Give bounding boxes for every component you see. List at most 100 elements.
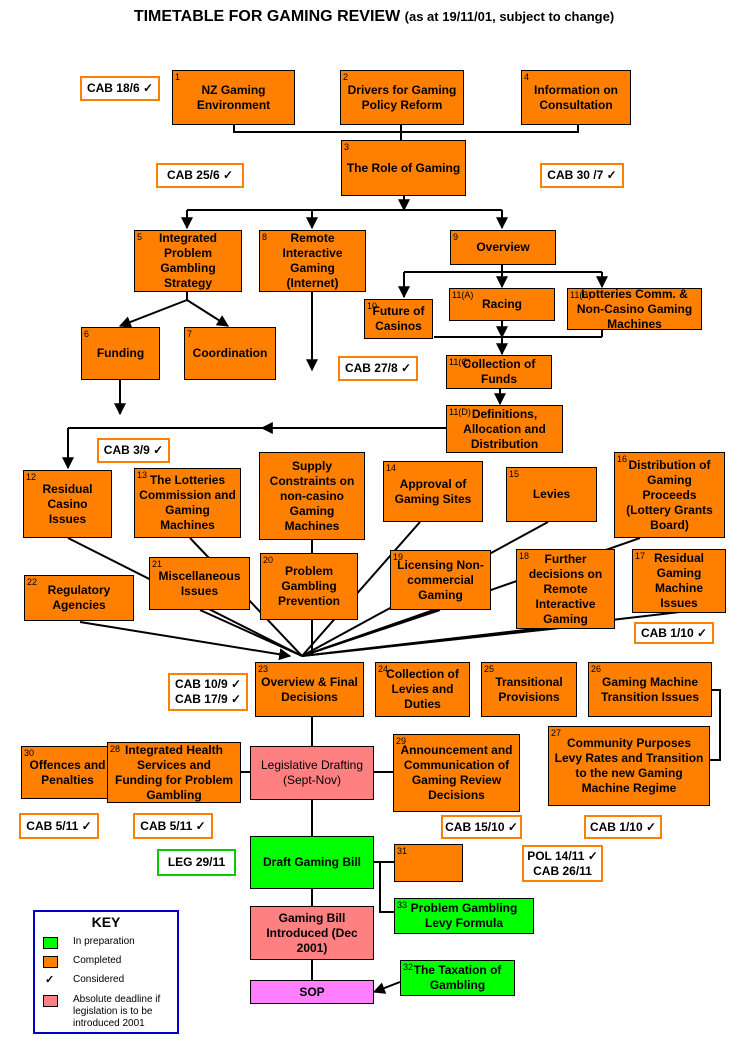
box-number: 27 [551,728,562,738]
box-label: Supply Constraints on non-casino Gaming … [269,458,355,533]
box-label: NZ Gaming Environment [196,82,271,112]
cab-label-1-10-a: CAB 1/10 ✓ [634,622,714,644]
cab-text: CAB 1/10 ✓ [589,819,657,834]
cab-text: CAB 1/10 ✓ [640,625,708,640]
box-22-regulatory-agencies: 22 Regulatory Agencies [24,575,134,621]
box-label: Approval of Gaming Sites [394,476,472,506]
box-label: Definitions, Allocation and Distribution [463,406,546,451]
box-label: Information on Consultation [534,82,618,112]
box-label: Gaming Machine Transition Issues [600,674,700,704]
box-label: Drivers for Gaming Policy Reform [347,82,457,112]
box-label: Distribution of Gaming Proceeds (Lottery… [626,457,713,532]
box-21-miscellaneous-issues: 21 Miscellaneous Issues [149,557,250,610]
box-7-coordination: 7 Coordination [184,327,276,380]
box-18-further-decisions-rig: 18 Further decisions on Remote Interacti… [516,549,615,629]
box-number: 21 [152,559,163,569]
box-label: Residual Gaming Machine Issues [653,551,704,610]
box-draft-gaming-bill: Draft Gaming Bill [250,836,374,889]
box-12-residual-casino-issues: 12 Residual Casino Issues [23,470,112,538]
box-20-problem-gambling-prevention: 20 Problem Gambling Prevention [260,553,358,620]
box-number: 11(B) [570,290,592,300]
box-number: 30 [24,748,35,758]
box-number: 32 [403,962,414,972]
box-number: 19 [393,552,404,562]
box-label: Licensing Non-commercial Gaming [397,557,484,602]
box-24-collection-of-levies: 24 Collection of Levies and Duties [375,662,470,717]
cab-label-30-7: CAB 30 /7 ✓ [540,163,624,188]
box-29-announcement: 29 Announcement and Communication of Gam… [393,734,520,812]
box-14-approval-of-gaming-sites: 14 Approval of Gaming Sites [383,461,483,522]
title-sub: (as at 19/11/01, subject to change) [404,9,615,24]
box-number: 11(D) [449,407,471,417]
cab-label-5-11-b: CAB 5/11 ✓ [133,813,213,839]
cab-text: CAB 30 /7 ✓ [547,168,617,182]
box-label: Transitional Provisions [495,674,563,704]
checkmark-icon: ✓ [45,974,55,986]
cab-text: LEG 29/11 [167,855,226,869]
box-number: 13 [137,470,148,480]
box-gaming-bill-introduced: Gaming Bill Introduced (Dec 2001) [250,906,374,960]
box-sop: SOP [250,980,374,1004]
box-11c-collection-of-funds: 11(C) Collection of Funds [446,355,552,389]
box-32-taxation-of-gambling: 32 The Taxation of Gambling [400,960,515,996]
box-number: 12 [26,472,37,482]
box-number: 22 [27,577,38,587]
box-label: Problem Gambling Levy Formula [410,901,518,930]
box-1-nz-gaming-environment: 1 NZ Gaming Environment [172,70,295,125]
cab-label-5-11-a: CAB 5/11 ✓ [19,813,99,839]
box-label: Funding [96,346,145,360]
cab-text: CAB 3/9 ✓ [103,443,164,457]
box-31: 31 [394,844,463,882]
box-label: Overview & Final Decisions [261,674,358,704]
box-label: SOP [299,984,325,999]
box-number: 17 [635,551,646,561]
box-label: Announcement and Communication of Gaming… [400,743,513,802]
box-16-distribution-of-proceeds: 16 Distribution of Gaming Proceeds (Lott… [614,452,725,538]
box-number: 2 [343,72,349,82]
box-28-integrated-health-services: 28 Integrated Health Services and Fundin… [107,742,241,803]
box-number: 5 [137,232,143,242]
box-number: 8 [262,232,268,242]
box-label: The Role of Gaming [346,160,461,175]
legend-key: KEY In preparation Completed ✓ Considere… [33,910,179,1034]
box-number: 33 [397,900,408,910]
box-number: 1 [175,72,181,82]
box-label: Remote Interactive Gaming (Internet) [282,231,343,290]
box-legislative-drafting: Legislative Drafting (Sept-Nov) [250,746,374,800]
orange-swatch-icon [43,956,58,968]
cab-text: CAB 18/6 ✓ [86,81,154,95]
box-13-lotteries-commission: 13 The Lotteries Commission and Gaming M… [134,468,241,538]
box-11b-lotteries-comm: 11(B) Lotteries Comm. & Non-Casino Gamin… [567,287,702,331]
box-number: 31 [397,846,408,856]
box-label: The Lotteries Commission and Gaming Mach… [139,473,236,532]
box-19-licensing-non-commercial: 19 Licensing Non-commercial Gaming [390,550,491,610]
box-number: 6 [84,329,90,339]
box-label: Collection of Levies and Duties [386,667,459,711]
box-label: Further decisions on Remote Interactive … [528,551,603,626]
box-23-overview-final-decisions: 23 Overview & Final Decisions [255,662,364,717]
box-number: 20 [263,555,274,565]
box-label: Problem Gambling Prevention [277,564,340,608]
box-label: Integrated Problem Gambling Strategy [158,231,217,290]
cab-label-15-10: CAB 15/10 ✓ [441,815,522,839]
box-label: The Taxation of Gambling [413,963,502,992]
box-label: Integrated Health Services and Funding f… [115,742,233,802]
cab-label-18-6: CAB 18/6 ✓ [80,76,160,101]
box-number: 10 [367,301,378,311]
box-number: 26 [591,664,602,674]
box-number: 24 [378,664,389,674]
box-number: 11(C) [449,357,471,367]
box-number: 4 [524,72,530,82]
box-label: Community Purposes Levy Rates and Transi… [554,736,704,795]
box-27-community-purposes-levy: 27 Community Purposes Levy Rates and Tra… [548,726,710,806]
box-5-problem-gambling-strategy: 5 Integrated Problem Gambling Strategy [134,230,242,292]
box-15-levies: 15 Levies [506,467,597,522]
box-label: Regulatory Agencies [47,583,111,612]
key-label: Completed [73,955,122,966]
box-number: 16 [617,454,628,464]
box-17-residual-gaming-machine: 17 Residual Gaming Machine Issues [632,549,726,613]
cab-text: CAB 27/8 ✓ [344,361,412,375]
box-label: Overview [476,240,530,254]
green-swatch-icon [43,937,58,949]
